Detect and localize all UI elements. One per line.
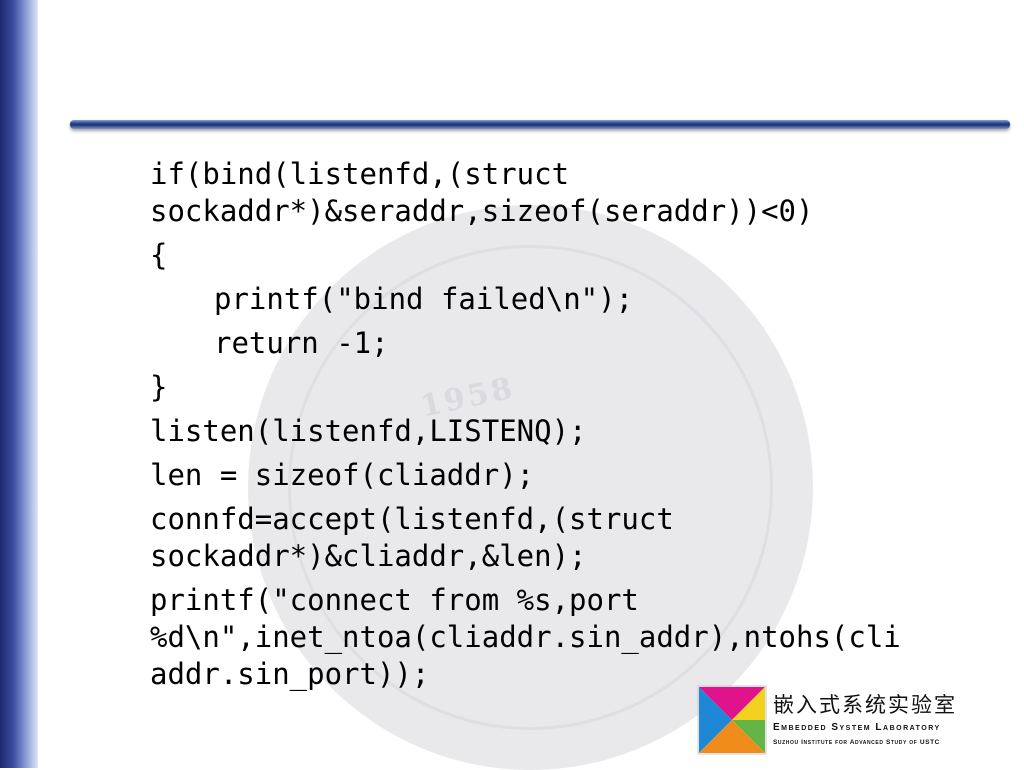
code-line-bind: if(bind(listenfd,(struct sockaddr*)&sera… — [150, 157, 814, 228]
lab-chinese-name: 嵌入式系统实验室 — [773, 693, 957, 717]
code-line-return: return -1; — [214, 326, 389, 360]
code-line-close-brace: } — [150, 370, 168, 404]
title-divider-rule — [70, 120, 1010, 129]
tangram-logo-icon — [697, 685, 767, 755]
lab-logo: 嵌入式系统实验室 Embedded System Laboratory Suzh… — [697, 683, 1017, 755]
code-line-listen: listen(listenfd,LISTENQ); — [150, 414, 587, 448]
code-line-printf-bind-failed: printf("bind failed\n"); — [214, 282, 634, 316]
university-seal-watermark: 1958 — [248, 205, 813, 770]
slide-left-bar — [0, 0, 38, 768]
code-block: if(bind(listenfd,(struct sockaddr*)&sera… — [150, 156, 1010, 700]
seal-inner-ring — [288, 245, 773, 730]
lab-institute-subtitle: Suzhou Institute for Advanced Study of U… — [773, 739, 940, 746]
code-line-printf-connect: printf("connect from %s,port %d\n",inet_… — [150, 583, 901, 691]
code-line-open-brace: { — [150, 238, 168, 272]
code-line-len: len = sizeof(cliaddr); — [150, 458, 535, 492]
code-line-accept: connfd=accept(listenfd,(struct sockaddr*… — [150, 502, 674, 573]
lab-english-name: Embedded System Laboratory — [773, 722, 941, 733]
